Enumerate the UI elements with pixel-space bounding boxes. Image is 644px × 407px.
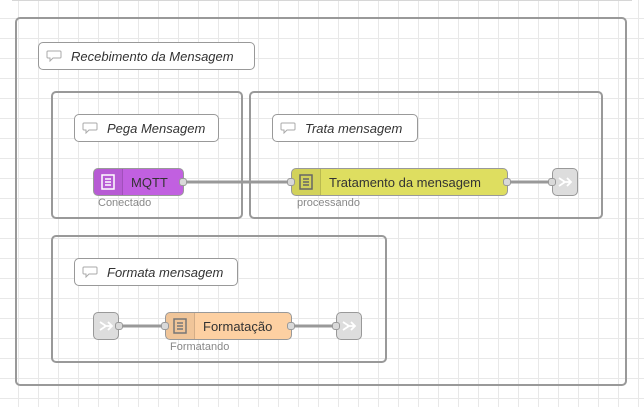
- node-label: Tratamento da mensagem: [329, 174, 481, 190]
- input-port[interactable]: [548, 178, 556, 186]
- link-in-node[interactable]: [93, 312, 119, 340]
- input-port[interactable]: [287, 178, 295, 186]
- link-arrow-icon: [558, 177, 573, 187]
- output-port[interactable]: [503, 178, 511, 186]
- comment-bubble-icon: [273, 115, 303, 141]
- output-port[interactable]: [115, 322, 123, 330]
- comment-trata-mensagem[interactable]: Trata mensagem: [272, 114, 418, 142]
- comment-bubble-icon: [75, 115, 105, 141]
- link-out-node[interactable]: [336, 312, 362, 340]
- function-icon: [94, 169, 123, 195]
- input-port[interactable]: [161, 322, 169, 330]
- node-tratamento[interactable]: Tratamento da mensagem: [291, 168, 508, 196]
- link-out-node[interactable]: [552, 168, 578, 196]
- comment-label: Formata mensagem: [107, 264, 224, 280]
- function-icon: [166, 313, 195, 339]
- group-recebimento[interactable]: [15, 17, 627, 386]
- link-arrow-icon: [342, 321, 357, 331]
- node-formatacao[interactable]: Formatação: [165, 312, 292, 340]
- comment-label: Recebimento da Mensagem: [71, 48, 234, 64]
- comment-formata-mensagem[interactable]: Formata mensagem: [74, 258, 238, 286]
- node-mqtt[interactable]: MQTT: [93, 168, 184, 196]
- node-status: Formatando: [170, 341, 230, 353]
- node-status: processando: [297, 197, 360, 209]
- node-label: Formatação: [203, 318, 273, 334]
- top-edge: [12, 0, 632, 3]
- node-label: MQTT: [131, 174, 168, 190]
- output-port[interactable]: [287, 322, 295, 330]
- link-arrow-icon: [99, 321, 114, 331]
- group-pega-mensagem[interactable]: [51, 91, 243, 219]
- comment-label: Trata mensagem: [305, 120, 403, 136]
- comment-bubble-icon: [75, 259, 105, 285]
- node-status: Conectado: [98, 197, 152, 209]
- comment-pega-mensagem[interactable]: Pega Mensagem: [74, 114, 219, 142]
- group-formata-mensagem[interactable]: [51, 235, 387, 363]
- output-port[interactable]: [179, 178, 187, 186]
- comment-recebimento[interactable]: Recebimento da Mensagem: [38, 42, 255, 70]
- group-trata-mensagem[interactable]: [249, 91, 603, 219]
- input-port[interactable]: [332, 322, 340, 330]
- comment-bubble-icon: [39, 43, 69, 69]
- function-icon: [292, 169, 321, 195]
- comment-label: Pega Mensagem: [107, 120, 206, 136]
